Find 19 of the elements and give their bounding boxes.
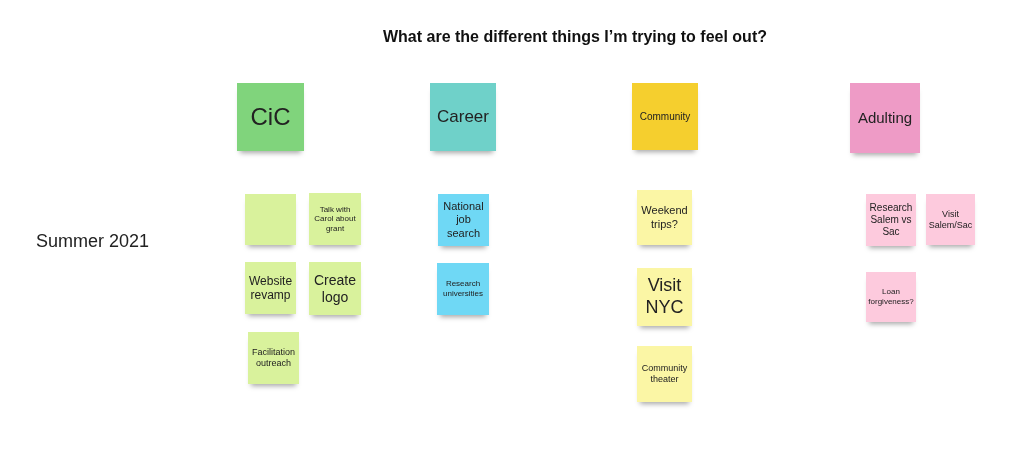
sticky-note: Create logo	[309, 262, 361, 315]
sticky-note	[245, 194, 296, 245]
sticky-note: CiC	[237, 83, 304, 151]
sticky-note: National job search	[438, 194, 489, 246]
sticky-note: Community	[632, 83, 698, 150]
sticky-note: Website revamp	[245, 262, 296, 314]
sticky-note: Visit NYC	[637, 268, 692, 326]
row-label: Summer 2021	[36, 231, 150, 252]
sticky-note: Facilitation outreach	[248, 332, 299, 384]
sticky-note: Research universities	[437, 263, 489, 315]
sticky-note: Research Salem vs Sac	[866, 194, 916, 246]
sticky-note: Visit Salem/Sac	[926, 194, 975, 245]
sticky-note: Weekend trips?	[637, 190, 692, 245]
diagram-title: What are the different things I’m trying to feel out?	[382, 28, 768, 46]
sticky-note: Community theater	[637, 346, 692, 402]
sticky-note: Adulting	[850, 83, 920, 153]
sticky-note: Career	[430, 83, 496, 151]
sticky-note: Talk with Carol about grant	[309, 193, 361, 245]
sticky-note: Loan forgiveness?	[866, 272, 916, 322]
